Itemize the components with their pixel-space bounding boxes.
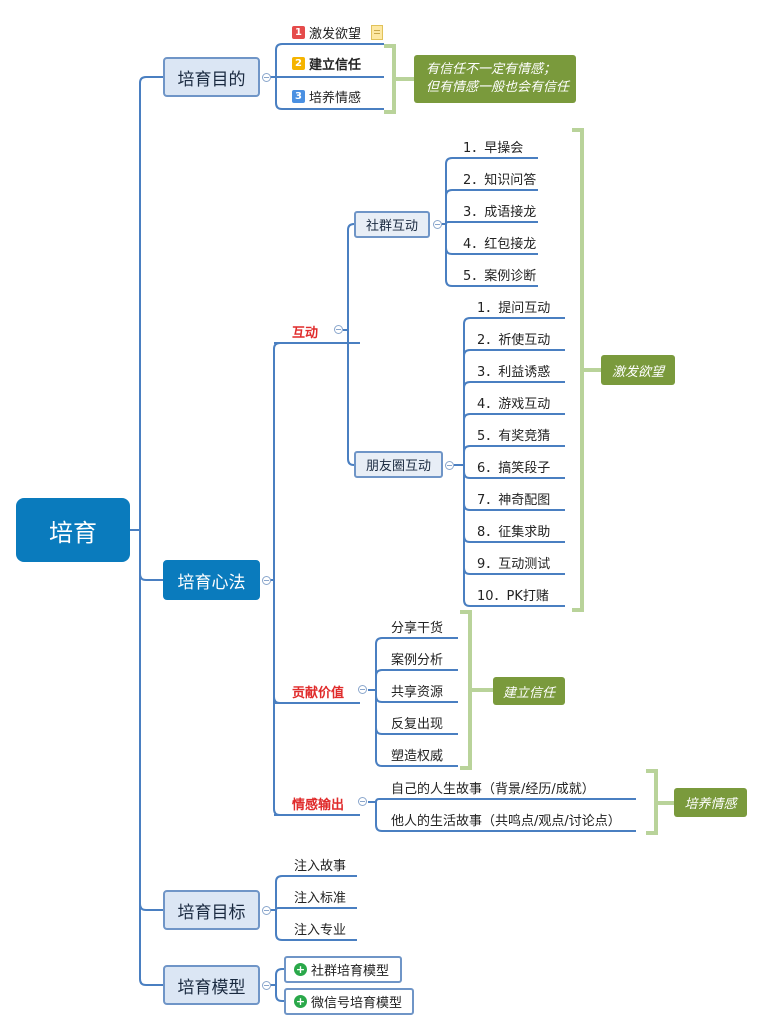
note-icon[interactable] xyxy=(371,24,384,40)
summary-trust-emotion[interactable]: 有信任不一定有情感； 但有情感一般也会有信任 xyxy=(414,55,576,103)
purpose-item[interactable]: 3 培养情感 xyxy=(292,86,361,106)
root-topic[interactable]: 培育 xyxy=(16,498,130,562)
moments-item[interactable]: 5．有奖竞猜 xyxy=(477,428,551,444)
model-item-label: 社群培育模型 xyxy=(311,964,390,979)
summary-arouse-desire[interactable]: 激发欲望 xyxy=(601,355,675,385)
root-connector xyxy=(130,76,163,986)
branch-goal[interactable]: 培育目标 xyxy=(163,890,260,930)
branch-method[interactable]: 培育心法 xyxy=(163,560,260,600)
goal-connector xyxy=(268,875,357,941)
collapse-toggle[interactable] xyxy=(358,685,367,694)
collapse-toggle[interactable] xyxy=(433,220,442,229)
model-item-wechat[interactable]: + 微信号培育模型 xyxy=(284,988,414,1015)
moments-item[interactable]: 1．提问互动 xyxy=(477,300,551,316)
moments-item[interactable]: 3．利益诱惑 xyxy=(477,364,551,380)
collapse-toggle[interactable] xyxy=(262,576,271,585)
community-item[interactable]: 3．成语接龙 xyxy=(463,204,537,220)
purpose-item[interactable]: 2 建立信任 xyxy=(292,53,361,73)
contribution-item[interactable]: 反复出现 xyxy=(391,716,444,732)
bracket-contribution xyxy=(460,610,472,770)
collapse-toggle[interactable] xyxy=(334,325,343,334)
summary-line: 有信任不一定有情感； xyxy=(426,62,557,77)
emotion-connector xyxy=(368,798,636,832)
goal-item[interactable]: 注入标准 xyxy=(294,890,347,906)
topic-emotion-output[interactable]: 情感输出 xyxy=(292,797,345,813)
summary-cultivate-emotion[interactable]: 培养情感 xyxy=(674,788,747,817)
contribution-item[interactable]: 共享资源 xyxy=(391,684,444,700)
community-item[interactable]: 5．案例诊断 xyxy=(463,268,537,284)
priority-3-icon: 3 xyxy=(292,89,305,103)
moments-item[interactable]: 7．神奇配图 xyxy=(477,492,551,508)
summary-line: 但有情感一般也会有信任 xyxy=(426,80,570,95)
priority-2-icon: 2 xyxy=(292,56,305,70)
collapse-toggle[interactable] xyxy=(445,461,454,470)
emotion-item[interactable]: 他人的生活故事（共鸣点/观点/讨论点） xyxy=(391,813,621,829)
community-item[interactable]: 4．红包接龙 xyxy=(463,236,537,252)
purpose-connector xyxy=(268,43,384,110)
collapse-toggle[interactable] xyxy=(358,797,367,806)
priority-1-icon: 1 xyxy=(292,25,305,39)
collapse-toggle[interactable] xyxy=(262,981,271,990)
contribution-item[interactable]: 塑造权威 xyxy=(391,748,444,764)
moments-item[interactable]: 4．游戏互动 xyxy=(477,396,551,412)
method-connector xyxy=(268,342,360,816)
interaction-connector xyxy=(343,223,355,466)
bracket-emotion xyxy=(646,769,658,835)
bracket-interaction xyxy=(572,128,584,612)
community-item[interactable]: 2．知识问答 xyxy=(463,172,537,188)
collapse-toggle[interactable] xyxy=(262,906,271,915)
moments-item[interactable]: 10．PK打赌 xyxy=(477,588,549,604)
model-item-label: 微信号培育模型 xyxy=(311,996,403,1011)
topic-contribution[interactable]: 贡献价值 xyxy=(292,685,345,701)
purpose-item-label: 培养情感 xyxy=(309,90,362,106)
purpose-item-label: 激发欲望 xyxy=(309,26,362,42)
goal-item[interactable]: 注入故事 xyxy=(294,858,347,874)
moments-item[interactable]: 9．互动测试 xyxy=(477,556,551,572)
moments-connector xyxy=(454,317,565,607)
topic-interaction[interactable]: 互动 xyxy=(292,325,319,341)
purpose-item-label: 建立信任 xyxy=(309,57,362,73)
contribution-item[interactable]: 分享干货 xyxy=(391,620,444,636)
moments-item[interactable]: 6．搞笑段子 xyxy=(477,460,551,476)
add-circle-icon[interactable]: + xyxy=(294,995,307,1008)
add-circle-icon[interactable]: + xyxy=(294,963,307,976)
community-item[interactable]: 1．早操会 xyxy=(463,140,524,156)
purpose-item[interactable]: 1 激发欲望 xyxy=(292,22,384,42)
topic-moments-interaction[interactable]: 朋友圈互动 xyxy=(354,451,443,478)
goal-item[interactable]: 注入专业 xyxy=(294,922,347,938)
contribution-item[interactable]: 案例分析 xyxy=(391,652,444,668)
topic-community-interaction[interactable]: 社群互动 xyxy=(354,211,430,238)
bracket-purpose xyxy=(384,44,396,114)
branch-purpose[interactable]: 培育目的 xyxy=(163,57,260,97)
community-connector xyxy=(442,157,538,287)
moments-item[interactable]: 8．征集求助 xyxy=(477,524,551,540)
model-item-community[interactable]: + 社群培育模型 xyxy=(284,956,402,983)
collapse-toggle[interactable] xyxy=(262,73,271,82)
moments-item[interactable]: 2．祈使互动 xyxy=(477,332,551,348)
emotion-item[interactable]: 自己的人生故事（背景/经历/成就） xyxy=(391,781,595,797)
branch-model[interactable]: 培育模型 xyxy=(163,965,260,1005)
contribution-connector xyxy=(368,637,458,767)
summary-build-trust[interactable]: 建立信任 xyxy=(493,677,565,705)
